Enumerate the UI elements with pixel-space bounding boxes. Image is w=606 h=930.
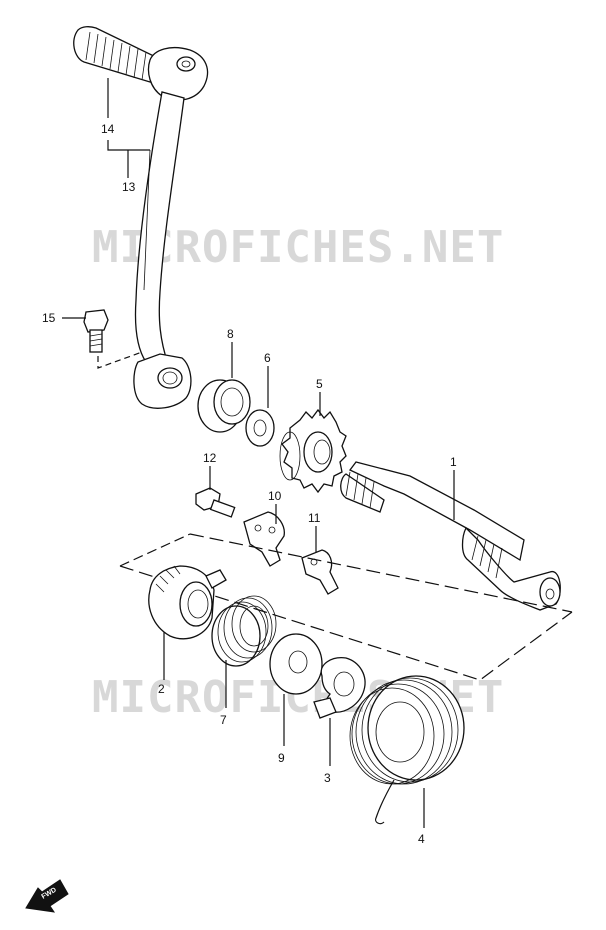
callout-9: 9 [278, 751, 285, 765]
fwd-arrow-icon: FWD [25, 879, 69, 913]
callout-6: 6 [264, 351, 271, 365]
callout-4: 4 [418, 832, 425, 846]
guide-10 [243, 511, 285, 567]
callout-1: 1 [450, 455, 457, 469]
bolt-15 [83, 309, 109, 353]
callout-7: 7 [220, 713, 227, 727]
collar-3 [313, 657, 366, 719]
kick-shaft-1 [340, 461, 561, 611]
callout-15: 15 [42, 311, 56, 325]
washer-6 [245, 409, 275, 447]
callout-13: 13 [122, 180, 136, 194]
gear-5 [279, 408, 347, 494]
oil-seal-8 [197, 379, 251, 433]
callout-5: 5 [316, 377, 323, 391]
kick-lever [73, 26, 209, 409]
washer-9 [269, 633, 323, 695]
callout-3: 3 [324, 771, 331, 785]
spring-4 [349, 675, 465, 825]
callout-14: 14 [101, 122, 115, 136]
ratchet-2 [148, 565, 227, 640]
bolt-12 [195, 487, 236, 518]
callout-2: 2 [158, 682, 165, 696]
callout-11: 11 [308, 511, 321, 525]
callout-10: 10 [268, 489, 282, 503]
callout-8: 8 [227, 327, 234, 341]
spring-7 [211, 595, 277, 667]
callout-12: 12 [203, 451, 217, 465]
plate-11 [301, 549, 339, 595]
